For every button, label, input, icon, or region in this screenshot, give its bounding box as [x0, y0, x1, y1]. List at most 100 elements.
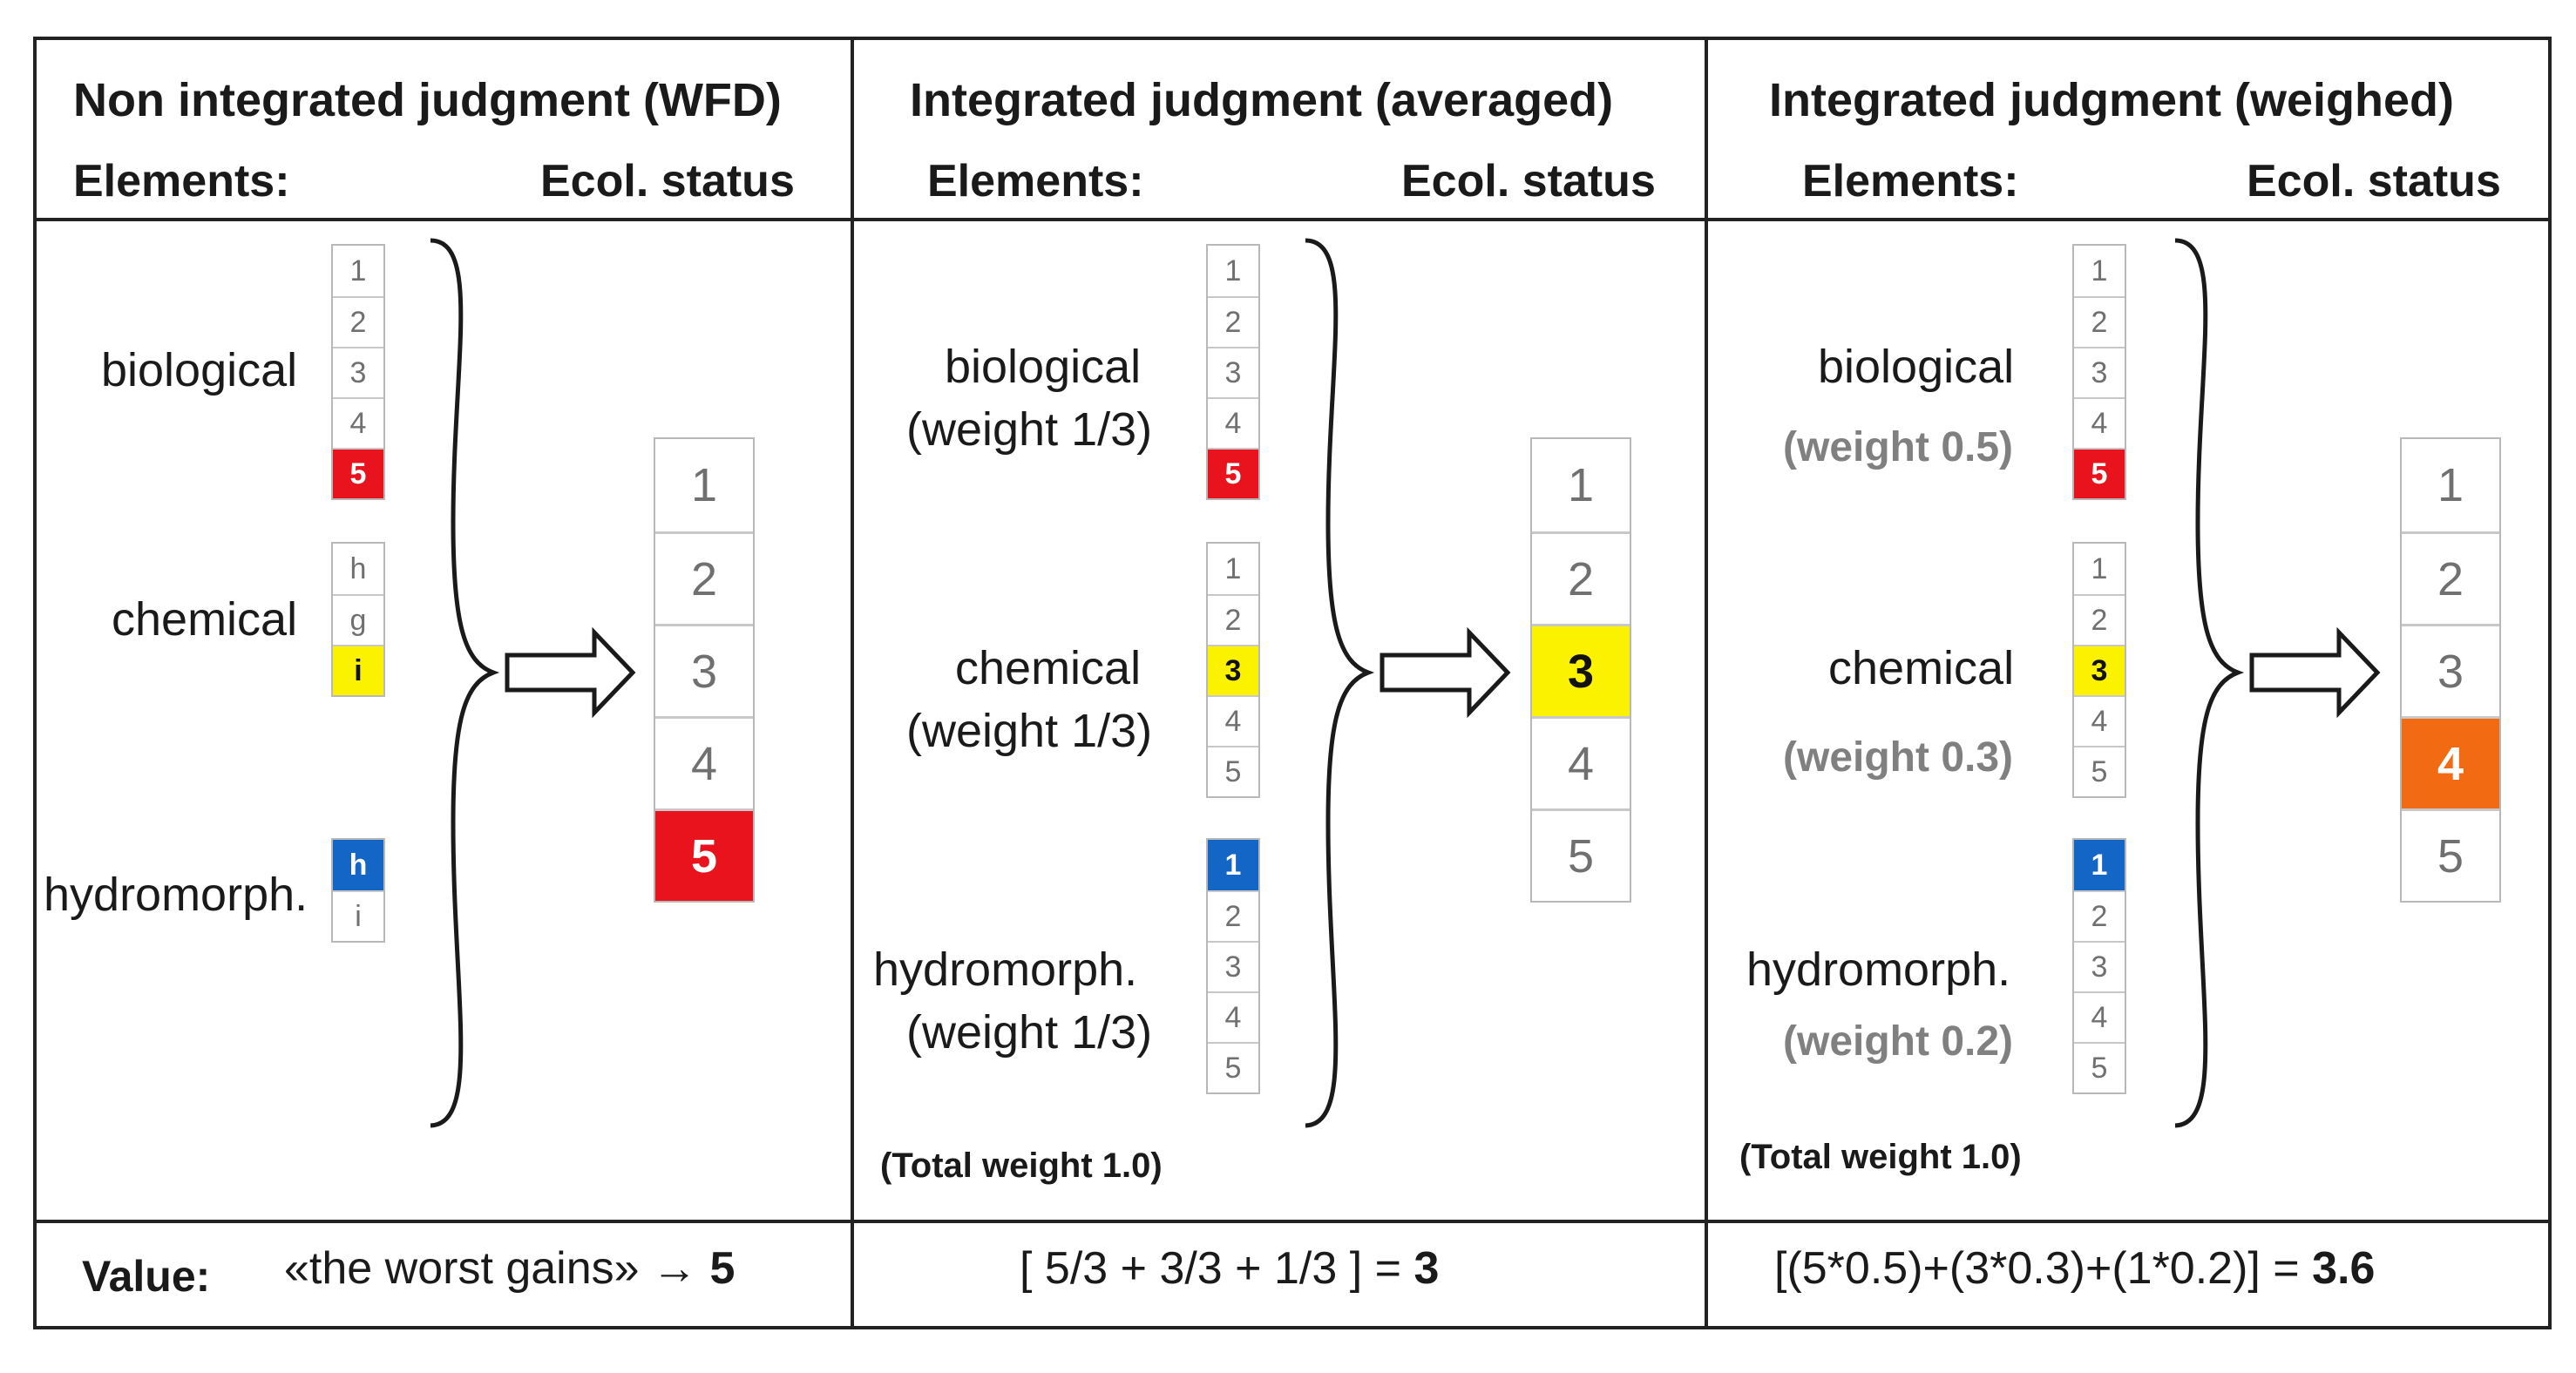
- panel-2-hydromorph-scale-cell: 2: [1208, 890, 1258, 941]
- panel-2-hydromorph-scale-cell: 5: [1208, 1042, 1258, 1092]
- value-cell-2-result: 3: [1413, 1243, 1440, 1294]
- value-cell-1: «the worst gains» → 5: [284, 1242, 735, 1295]
- panel-3-hydromorph-scale-cell: 2: [2074, 890, 2125, 941]
- panel-3-weight-hydromorph: (weight 0.2): [1783, 1018, 2014, 1065]
- panel-1-biological-scale-cell: 1: [349, 254, 367, 287]
- panel-1-result-scale-cell: 5: [655, 808, 753, 901]
- panel-2-chemical-scale-cell: 5: [1208, 746, 1258, 796]
- panel-1-biological-scale-cell: 3: [333, 347, 383, 397]
- panel-2-title: Integrated judgment (averaged): [910, 74, 1614, 126]
- value-cell-3: [(5*0.5)+(3*0.3)+(1*0.2)] = 3.6: [1774, 1242, 2375, 1295]
- panel-3-title: Integrated judgment (weighed): [1769, 74, 2455, 126]
- panel-3-hydromorph-scale-cell: 3: [2074, 941, 2125, 991]
- panel-1-biological-scale-cell: 5: [333, 448, 383, 498]
- panel-1-title: Non integrated judgment (WFD): [73, 74, 782, 126]
- panel-2-hydromorph-scale-cell: 3: [1208, 941, 1258, 991]
- panel-2-chemical-scale-cell: 4: [1208, 695, 1258, 746]
- value-cell-1-result: 5: [709, 1243, 736, 1294]
- panel-2-status-label: Ecol. status: [1401, 156, 1656, 206]
- panel-2-label-chemical: chemical: [955, 642, 1142, 694]
- panel-3-result-scale-cell: 2: [2402, 531, 2499, 624]
- panel-3-chemical-scale-cell: 5: [2074, 746, 2125, 796]
- panel-2-label-hydromorph: hydromorph.: [873, 944, 1138, 996]
- curly-brace-3: [2174, 238, 2245, 1128]
- panel-1-result-scale-cell: 4: [655, 716, 753, 808]
- panel-2-biological-scale-cell: 3: [1208, 347, 1258, 397]
- outer-frame: [33, 37, 2552, 1329]
- value-cell-3-result: 3.6: [2312, 1243, 2376, 1294]
- panel-3-biological-scale-cell: 5: [2074, 448, 2125, 498]
- panel-3-total-weight: (Total weight 1.0): [1739, 1138, 2022, 1176]
- panel-3-chemical-scale-cell: 2: [2074, 594, 2125, 645]
- panel-1-result-scale-cell: 3: [655, 624, 753, 716]
- panel-3-status-label: Ecol. status: [2247, 156, 2501, 206]
- panel-1-chemical-scale-cell: g: [333, 594, 383, 645]
- panel-3-label-hydromorph: hydromorph.: [1746, 944, 2011, 996]
- panel-1-label-chemical: chemical: [112, 593, 298, 646]
- panel-3-hydromorph-scale-cell: 1: [2074, 840, 2125, 890]
- panel-3-chemical-scale-cell: 4: [2074, 695, 2125, 746]
- panel-2-chemical-scale-cell: 1: [1224, 551, 1242, 585]
- panel-3-result-scale-cell: 3: [2402, 624, 2499, 716]
- panel-2-hydromorph-scale-cell: 1: [1208, 840, 1258, 890]
- curly-brace-1: [430, 238, 500, 1128]
- panel-2-weight-biological: (weight 1/3): [906, 403, 1153, 456]
- panel-1-elements-label: Elements:: [73, 156, 290, 206]
- panel-2-result-scale-cell: 5: [1532, 808, 1630, 901]
- panel-3-result-scale-cell: 1: [2437, 459, 2464, 511]
- panel-2-result-scale-cell: 2: [1532, 531, 1630, 624]
- value-cell-1-text: «the worst gains»: [284, 1243, 653, 1294]
- panel-2-biological-scale-cell: 2: [1208, 296, 1258, 347]
- panel-3-label-chemical: chemical: [1828, 642, 2015, 694]
- panel-1-chemical-scale-cell: h: [349, 551, 367, 585]
- panel-3-biological-scale-cell: 1: [2091, 254, 2108, 287]
- panel-3-elements-label: Elements:: [1802, 156, 2019, 206]
- panel-1-result-scale-cell: 1: [690, 459, 718, 511]
- panel-2-biological-scale-cell: 1: [1224, 254, 1242, 287]
- panel-1-chemical-scale-cell: i: [333, 645, 383, 695]
- panel-2-weight-hydromorph: (weight 1/3): [906, 1006, 1153, 1058]
- panel-3-weight-biological: (weight 0.5): [1783, 424, 2014, 470]
- panel-3-biological-scale-cell: 2: [2074, 296, 2125, 347]
- panel-1-result-scale-cell: 2: [655, 531, 753, 624]
- panel-3-chemical-scale-cell: 1: [2091, 551, 2108, 585]
- curly-brace-2: [1305, 238, 1375, 1128]
- panel-1-biological-scale-cell: 2: [333, 296, 383, 347]
- panel-3-hydromorph-scale-cell: 4: [2074, 991, 2125, 1042]
- panel-1-hydromorph-scale-cell: h: [333, 840, 383, 890]
- panel-2-biological-scale-cell: 5: [1208, 448, 1258, 498]
- value-cell-1-arrow: →: [652, 1243, 698, 1294]
- arrow-3: [2249, 626, 2381, 719]
- arrow-1: [505, 626, 636, 719]
- value-cell-2: [ 5/3 + 3/3 + 1/3 ] = 3: [1020, 1242, 1439, 1295]
- panel-2-result-scale-cell: 1: [1567, 459, 1595, 511]
- panel-3-biological-scale-cell: 4: [2074, 397, 2125, 448]
- panel-2-result-scale-cell: 3: [1532, 624, 1630, 716]
- panel-2-total-weight: (Total weight 1.0): [880, 1146, 1163, 1185]
- value-cell-3-text: [(5*0.5)+(3*0.3)+(1*0.2)] =: [1774, 1243, 2313, 1294]
- panel-2-elements-label: Elements:: [927, 156, 1144, 206]
- panel-2-hydromorph-scale-cell: 4: [1208, 991, 1258, 1042]
- panel-1-status-label: Ecol. status: [540, 156, 795, 206]
- value-cell-2-text: [ 5/3 + 3/3 + 1/3 ] =: [1020, 1243, 1414, 1294]
- panel-3-weight-chemical: (weight 0.3): [1783, 734, 2014, 781]
- panel-1-hydromorph-scale-cell: i: [333, 890, 383, 941]
- panel-3-chemical-scale-cell: 3: [2074, 645, 2125, 695]
- panel-1-biological-scale-cell: 4: [333, 397, 383, 448]
- panel-3-result-scale-cell: 5: [2402, 808, 2499, 901]
- arrow-2: [1380, 626, 1511, 719]
- panel-2-weight-chemical: (weight 1/3): [906, 705, 1153, 757]
